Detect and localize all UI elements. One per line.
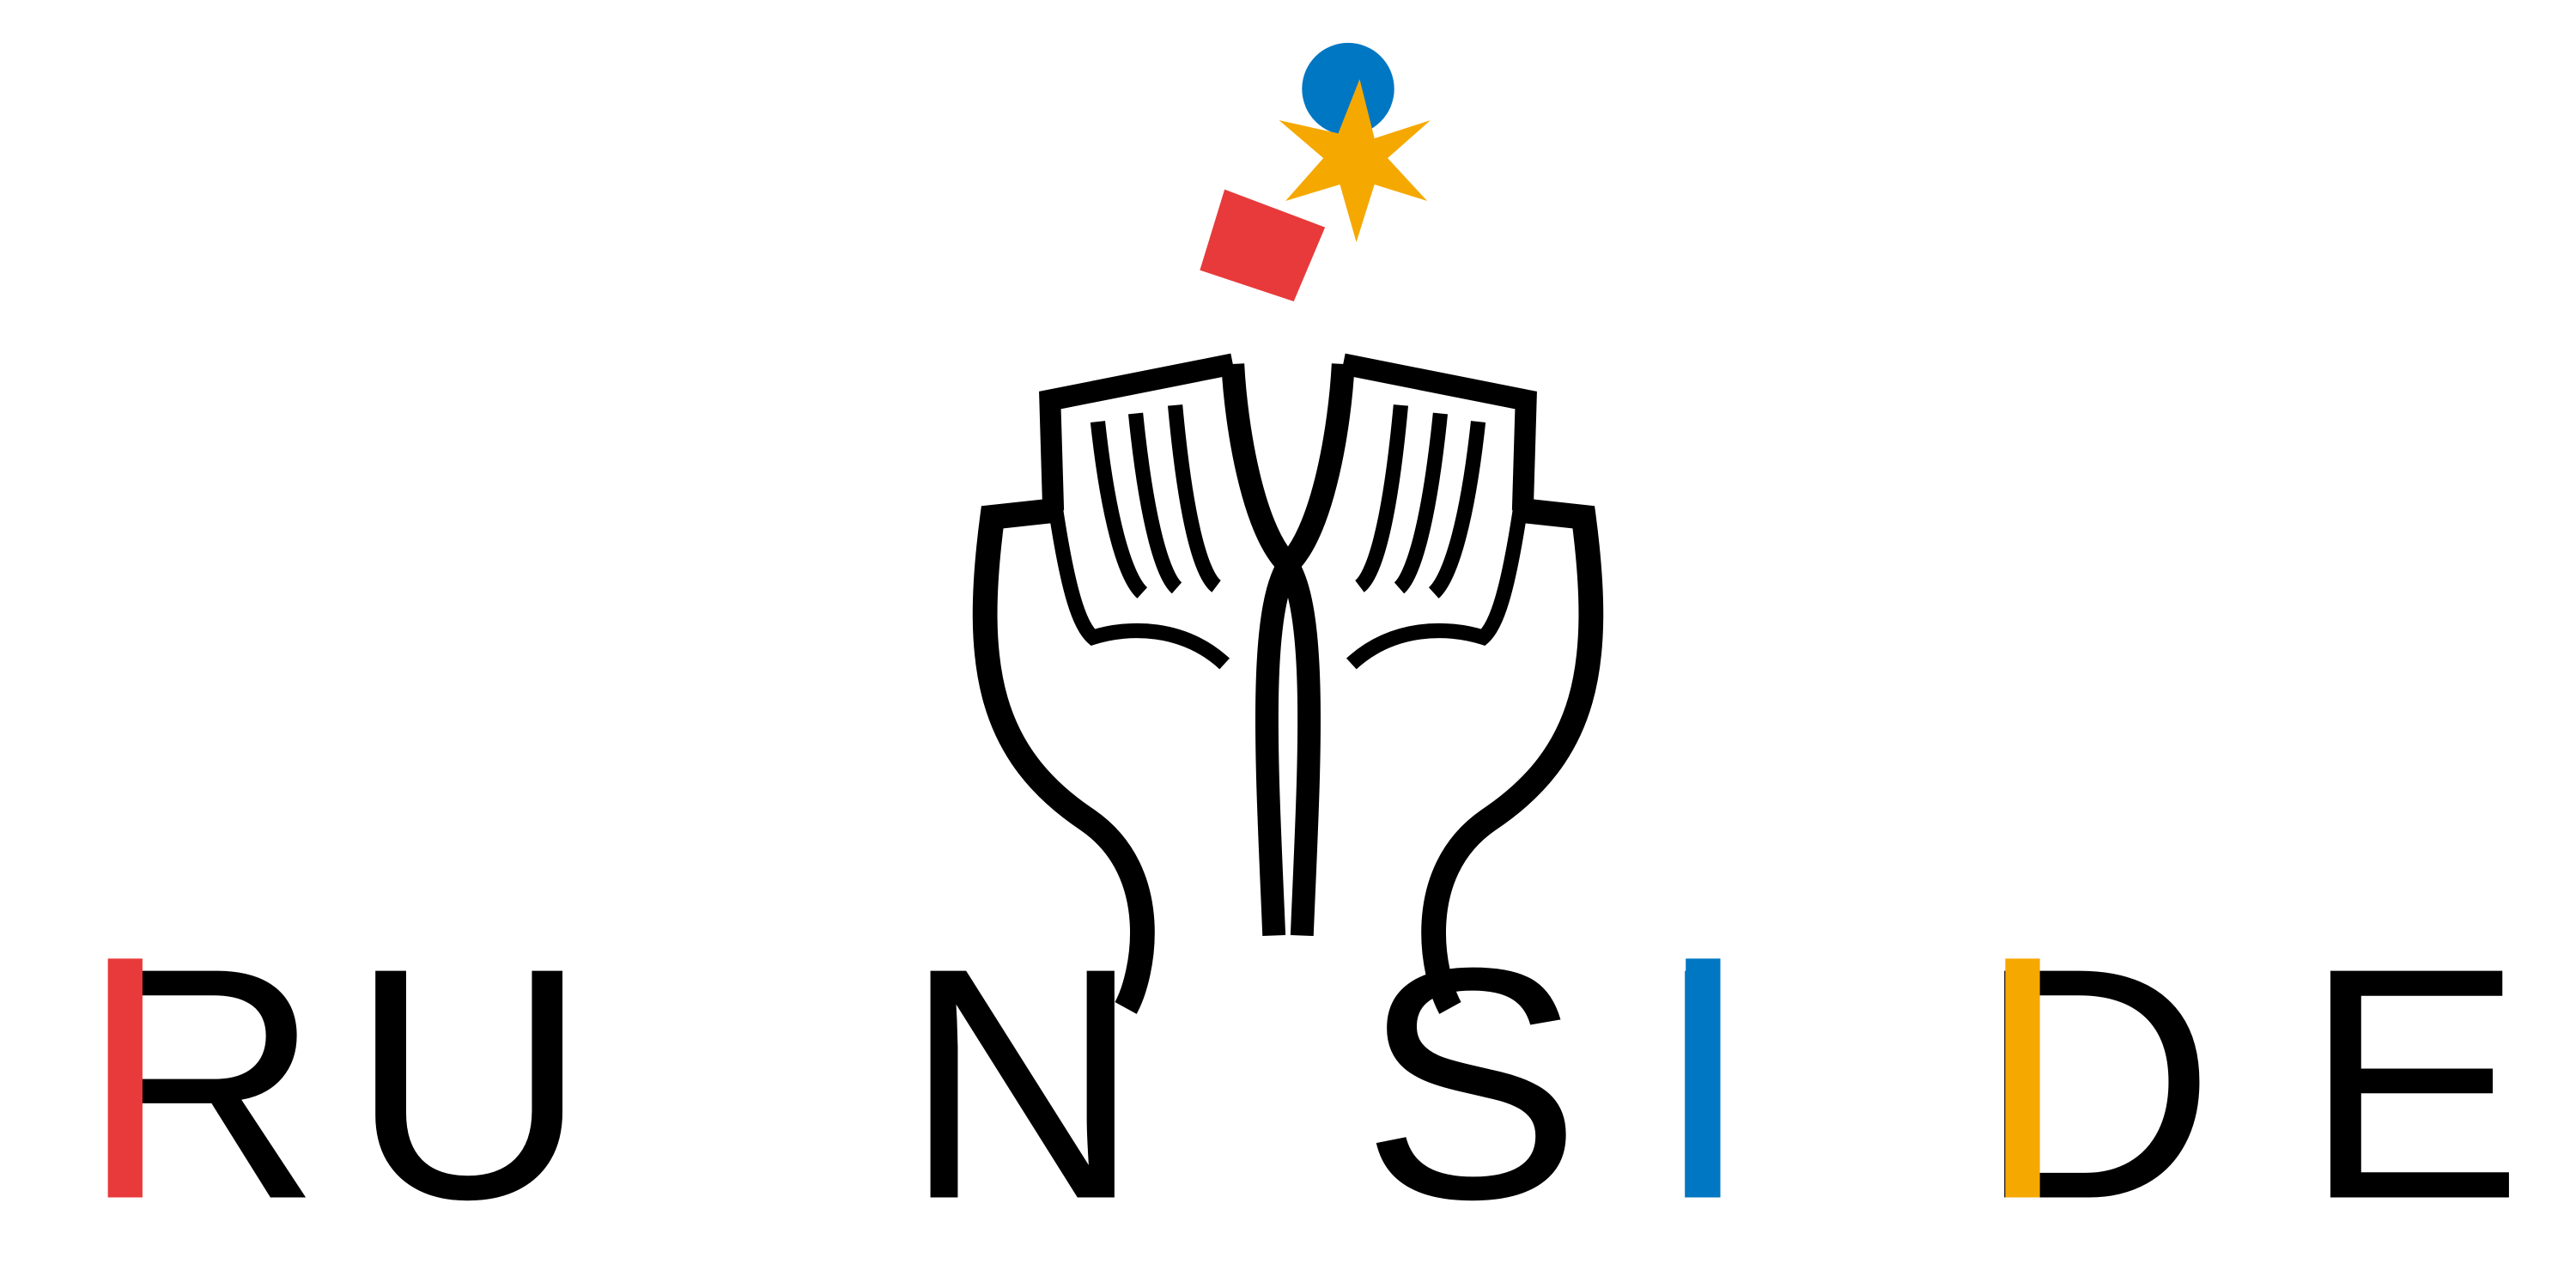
wordmark: R U N S I D E — [83, 901, 2524, 1268]
letter-d-orange-stem — [2005, 958, 2040, 1198]
orange-star-icon — [1279, 79, 1431, 242]
letter-u: U — [350, 901, 588, 1268]
letter-s: S — [1361, 901, 1581, 1268]
right-hand-icon — [1255, 353, 1604, 1014]
letter-r-red-stem — [107, 958, 143, 1198]
letter-e: E — [2304, 901, 2524, 1268]
letter-i-blue-stem — [1686, 958, 1721, 1198]
red-square-icon — [1200, 189, 1326, 302]
letter-n: N — [903, 901, 1141, 1268]
blue-circle-icon — [1302, 42, 1394, 136]
